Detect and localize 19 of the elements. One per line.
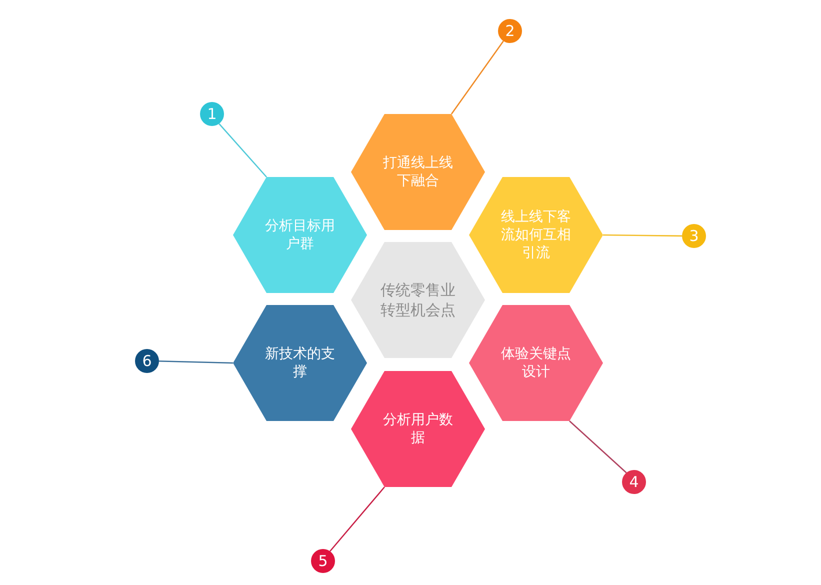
center-title: 传统零售业转型机会点 (380, 280, 456, 320)
callout-number: 1 (200, 102, 224, 126)
callout-number: 5 (311, 549, 335, 573)
leader-line (330, 486, 385, 552)
callout-number: 2 (498, 19, 522, 43)
topic-text: 体验关键点设计 (500, 345, 572, 381)
topic-text: 新技术的支撑 (264, 345, 336, 381)
topic-text: 分析目标用户群 (264, 217, 336, 253)
topic-text: 分析用户数据 (382, 411, 454, 447)
leader-line (450, 40, 504, 114)
leader-line (158, 360, 234, 364)
leader-line (218, 123, 267, 178)
topic-text: 线上线下客流如何互相引流 (500, 208, 572, 262)
leader-line (569, 420, 627, 474)
callout-number: 3 (682, 224, 706, 248)
topic-text: 打通线上线下融合 (382, 154, 454, 190)
leader-line (603, 234, 682, 237)
callout-number: 6 (135, 349, 159, 373)
callout-number: 4 (622, 470, 646, 494)
